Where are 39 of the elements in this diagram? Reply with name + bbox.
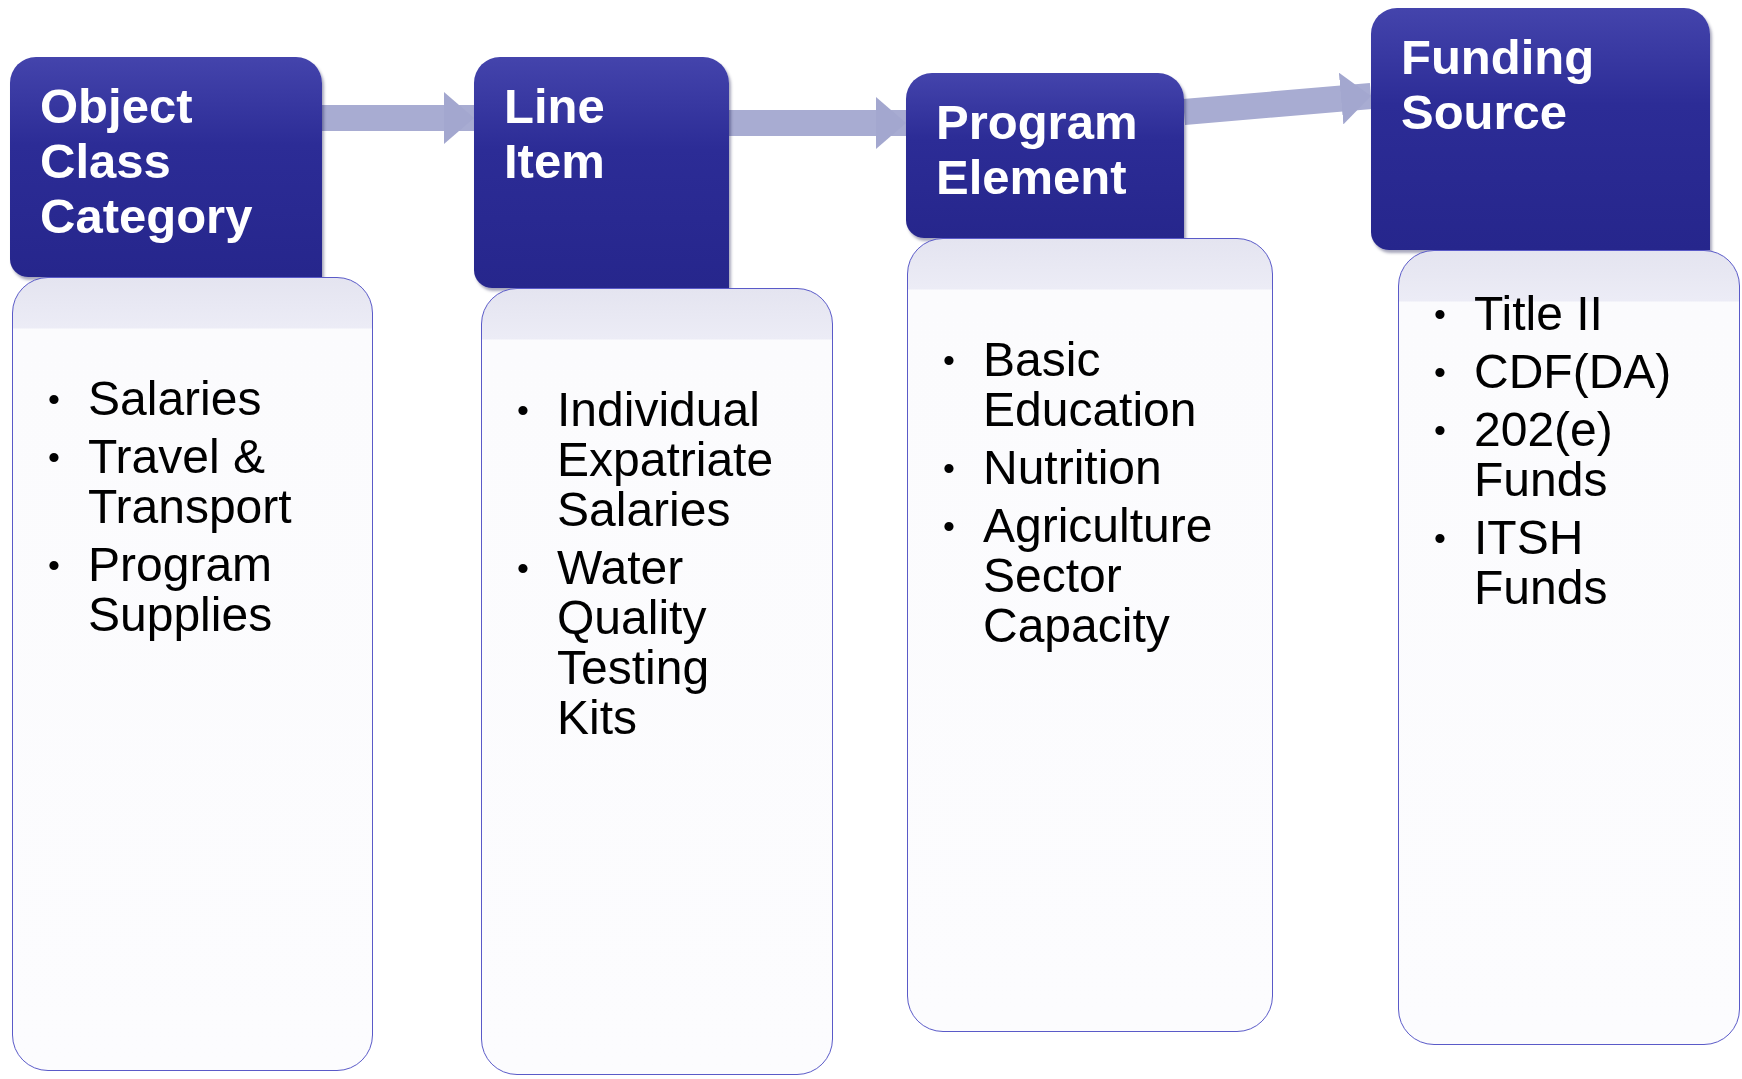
list-item-text: ITSH Funds <box>1474 511 1608 614</box>
content-card <box>481 288 833 1075</box>
list-item-text: 202(e) Funds <box>1474 403 1613 506</box>
arrow <box>1182 72 1373 125</box>
bullet-marker: • <box>48 379 60 420</box>
heading: Program Element <box>936 95 1139 205</box>
list-item-text: Basic Education <box>983 333 1197 436</box>
bullet-marker: • <box>517 390 529 431</box>
list-item-text: Salaries <box>88 372 262 425</box>
arrow <box>729 97 906 149</box>
bullet-marker: • <box>517 548 529 589</box>
arrow <box>322 92 474 144</box>
list-item-text: Title II <box>1474 287 1603 340</box>
list-item-text: Agriculture Sector Capacity <box>983 499 1213 652</box>
content-card <box>1398 250 1740 1045</box>
list-item-text: Nutrition <box>983 441 1162 494</box>
bullet-marker: • <box>1434 352 1446 393</box>
list-item-text: CDF(DA) <box>1474 345 1672 398</box>
bullet-marker: • <box>1434 294 1446 335</box>
list-item-text: Program Supplies <box>88 538 273 641</box>
header-tab <box>1371 8 1710 250</box>
header-tab <box>474 57 729 288</box>
content-card <box>12 277 373 1071</box>
header-tab <box>906 73 1184 238</box>
bullet-marker: • <box>943 340 955 381</box>
bullet-marker: • <box>943 448 955 489</box>
list-item-text: Travel & Transport <box>88 430 292 533</box>
heading: Line Item <box>504 79 606 189</box>
heading: Funding Source <box>1401 30 1596 140</box>
content-card <box>907 238 1273 1032</box>
bullet-marker: • <box>1434 518 1446 559</box>
list-item-text: Water Quality Testing Kits <box>557 541 710 744</box>
header-tab <box>10 57 322 277</box>
bullet-marker: • <box>943 506 955 547</box>
bullet-marker: • <box>48 437 60 478</box>
bullet-marker: • <box>1434 410 1446 451</box>
heading: Object Class Category <box>40 79 254 244</box>
list-item-text: Individual Expatriate Salaries <box>557 383 774 536</box>
bullet-marker: • <box>48 545 60 586</box>
